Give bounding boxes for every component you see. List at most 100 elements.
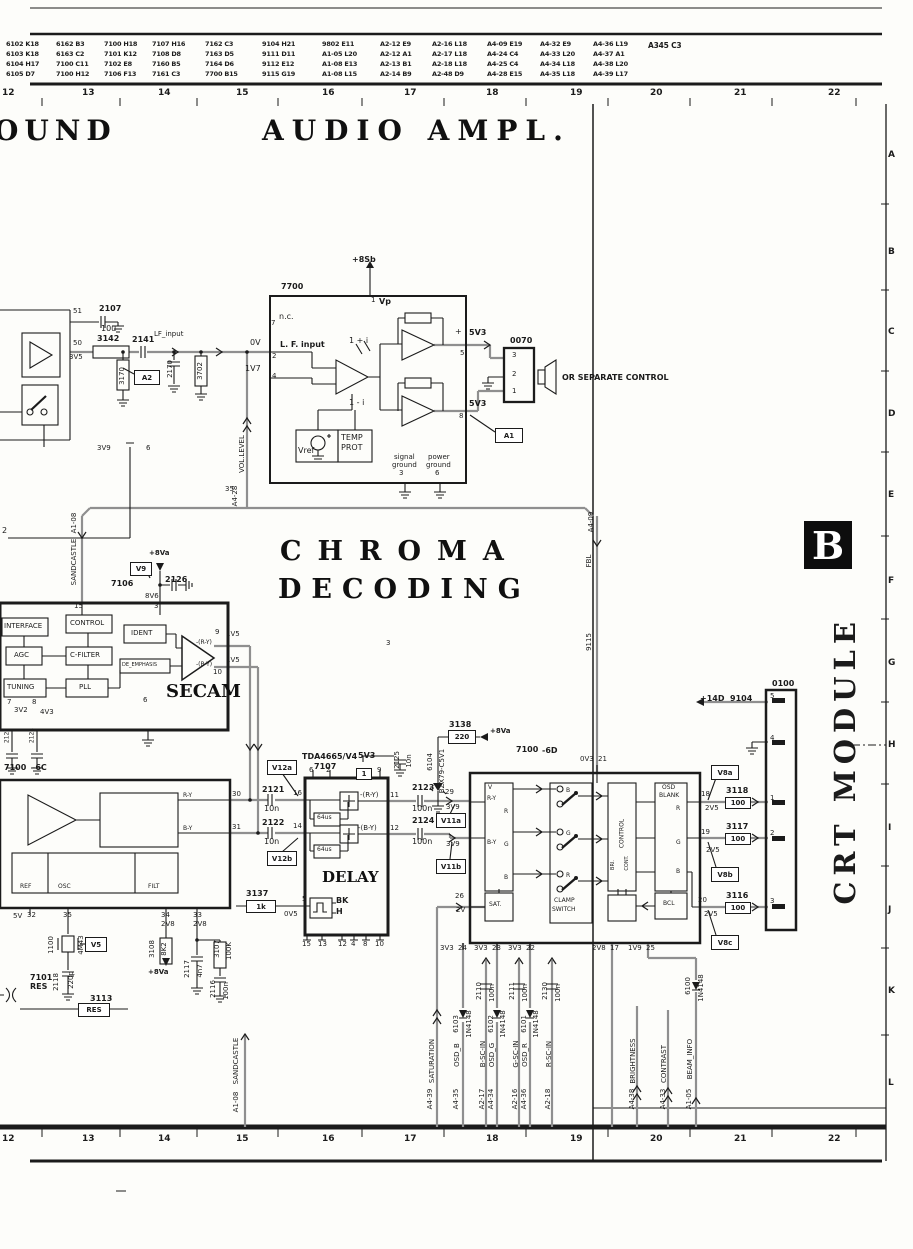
schematic-label: 8 <box>459 412 464 420</box>
schematic-label: B <box>566 787 571 794</box>
component-box: 220 <box>448 730 476 744</box>
schematic-vlabel: 100n <box>554 984 562 1002</box>
signal-flag-v11b: V11b <box>436 859 466 874</box>
component-box: 100 <box>725 833 751 845</box>
schematic-label: 11 <box>390 791 399 799</box>
schematic-label: 0V5 <box>284 910 298 918</box>
schematic-vlabel: A2-17 <box>478 1088 486 1110</box>
grid-number-bottom: 15 <box>236 1134 249 1144</box>
ref-cell: A2-12 E9 <box>380 40 411 48</box>
grid-number-bottom: 20 <box>650 1134 663 1144</box>
schematic-label: 6 <box>309 766 314 774</box>
ref-cell: 6105 D7 <box>6 70 35 78</box>
ref-cell: 7700 B15 <box>205 70 238 78</box>
schematic-label: power <box>428 453 450 461</box>
sheet-marker-b: B <box>804 521 852 569</box>
schematic-label: 1V9 <box>628 944 642 952</box>
schematic-label: 2 <box>512 370 517 378</box>
schematic-label: 20 <box>698 896 707 904</box>
schematic-label: AGC <box>14 651 29 659</box>
ref-cell: A4-35 L18 <box>540 70 575 78</box>
schematic-label: 25 <box>646 944 655 952</box>
component-box: 1k <box>246 900 276 913</box>
schematic-label: DE_EMPHASIS <box>122 662 157 668</box>
schematic-label: 3 <box>154 602 159 610</box>
ref-cell: 7101 K12 <box>104 50 137 58</box>
schematic-label: 3V3 <box>474 944 488 952</box>
grid-number-bottom: 14 <box>158 1134 171 1144</box>
schematic-label: 5 <box>770 692 775 700</box>
schematic-label: 12 <box>338 940 347 948</box>
schematic-label: 2V8 <box>592 944 606 952</box>
grid-letter: F <box>888 576 895 586</box>
schematic-label: 10 <box>375 940 384 948</box>
schematic-label: 1 <box>371 296 376 304</box>
schematic-label: 1V7 <box>245 364 261 373</box>
schematic-label: Vref <box>298 446 315 455</box>
section-title-chroma-2: DECODING <box>278 574 531 605</box>
schematic-label: 64us <box>317 846 332 853</box>
schematic-label: 2V5 <box>705 804 719 812</box>
ref-cell: A2-18 L18 <box>432 60 467 68</box>
schematic-label: H <box>336 907 343 916</box>
schematic-label: 7101 <box>30 973 53 982</box>
ref-cell: A4-39 L17 <box>593 70 628 78</box>
schematic-label: R <box>566 872 571 879</box>
schematic-vlabel: 1N4148 <box>465 1010 473 1038</box>
schematic-label: B <box>504 874 509 881</box>
schematic-label: 100n <box>412 804 433 813</box>
ref-cell: 6103 K18 <box>6 50 39 58</box>
ref-cell: A4-34 L18 <box>540 60 575 68</box>
ref-cell: 7108 D8 <box>152 50 181 58</box>
schematic-label: 1 - i <box>349 398 365 407</box>
schematic-label: 33 <box>193 911 202 919</box>
schematic-label: 2122 <box>262 818 285 827</box>
ref-cell: 6102 K18 <box>6 40 39 48</box>
grid-number-top: 12 <box>2 88 15 98</box>
grid-number-top: 17 <box>404 88 417 98</box>
schematic-label: 50 <box>73 339 82 347</box>
schematic-vlabel: 220p <box>67 971 75 989</box>
grid-letter: K <box>888 986 895 996</box>
schematic-label: 3V3 <box>440 944 454 952</box>
schematic-label: 2V8 <box>161 920 175 928</box>
schematic-label: 2141 <box>132 335 155 344</box>
schematic-label: 10u <box>101 324 117 333</box>
signal-flag-v9: V9 <box>130 562 152 576</box>
grid-number-bottom: 18 <box>486 1134 499 1144</box>
schematic-label: CLAMP <box>554 897 575 904</box>
schematic-label: L. F. input <box>280 340 325 349</box>
schematic-label: 2V8 <box>193 920 207 928</box>
signal-flag-v11a: V11a <box>436 813 466 828</box>
schematic-vlabel: 8K2 <box>160 942 168 956</box>
schematic-label: 3 <box>386 639 391 647</box>
schematic-label: 7107 <box>314 762 337 771</box>
schematic-label: 17 <box>610 944 619 952</box>
supply-8sb: +8Sb <box>352 255 376 264</box>
schematic-label: 1 <box>770 794 775 802</box>
schematic-label: 2 <box>2 526 8 535</box>
schematic-label: RES <box>30 982 48 991</box>
schematic-label: 10 <box>213 668 222 676</box>
schematic-vlabel: 2170 <box>166 360 174 378</box>
schematic-label: PLL <box>79 683 92 691</box>
schematic-label: PROT <box>341 443 363 452</box>
schematic-label: 8 <box>363 940 368 948</box>
schematic-label: 30 <box>232 790 241 798</box>
schematic-label: LF_input <box>154 330 184 338</box>
schematic-label: 35 <box>225 485 234 493</box>
ref-cell: A4-24 C4 <box>487 50 519 58</box>
schematic-vlabel: 1N4148 <box>499 1010 507 1038</box>
schematic-label: 6 <box>143 696 148 704</box>
ref-cell: 7100 H18 <box>104 40 138 48</box>
ref-cell: 9802 E11 <box>322 40 355 48</box>
schematic-label: +8Va <box>148 968 169 976</box>
schematic-label: TEMP <box>341 433 363 442</box>
schematic-label: 4 <box>351 940 356 948</box>
schematic-label: 3138 <box>449 720 472 729</box>
schematic-label: G <box>676 839 681 846</box>
schematic-vlabel: 3108 <box>148 940 156 958</box>
component-box: 1 <box>356 768 372 780</box>
schematic-vlabel: VOL.LEVEL <box>238 435 246 473</box>
